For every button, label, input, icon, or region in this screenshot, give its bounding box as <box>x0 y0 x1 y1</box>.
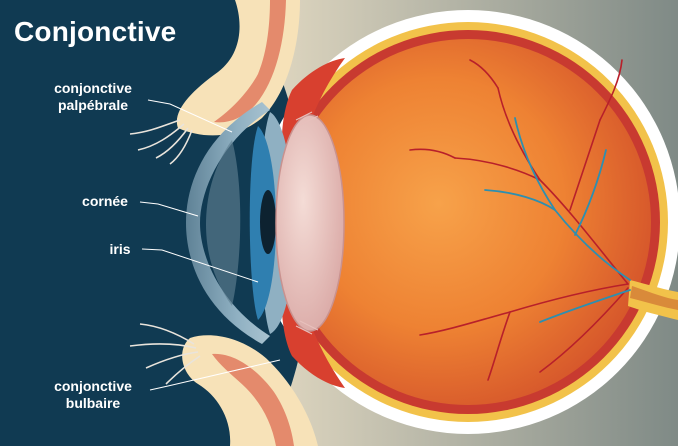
label-bulbar-conjunctiva: conjonctive bulbaire <box>36 378 150 412</box>
label-cornea: cornée <box>82 193 128 209</box>
label-bulbar-line2: bulbaire <box>65 395 121 411</box>
label-bulbar-line1: conjonctive <box>54 378 132 394</box>
label-palpebral-line1: conjonctive <box>54 80 132 96</box>
diagram-title: Conjonctive <box>14 16 177 47</box>
lens <box>275 114 345 332</box>
cornea-shape <box>186 102 270 344</box>
retinal-veins <box>484 117 631 323</box>
retinal-arteries <box>409 59 629 381</box>
sclera <box>256 10 678 434</box>
label-palpebral-conjunctiva: conjonctive palpébrale <box>36 80 150 114</box>
label-iris: iris <box>109 241 131 257</box>
label-palpebral-line2: palpébrale <box>57 97 129 113</box>
